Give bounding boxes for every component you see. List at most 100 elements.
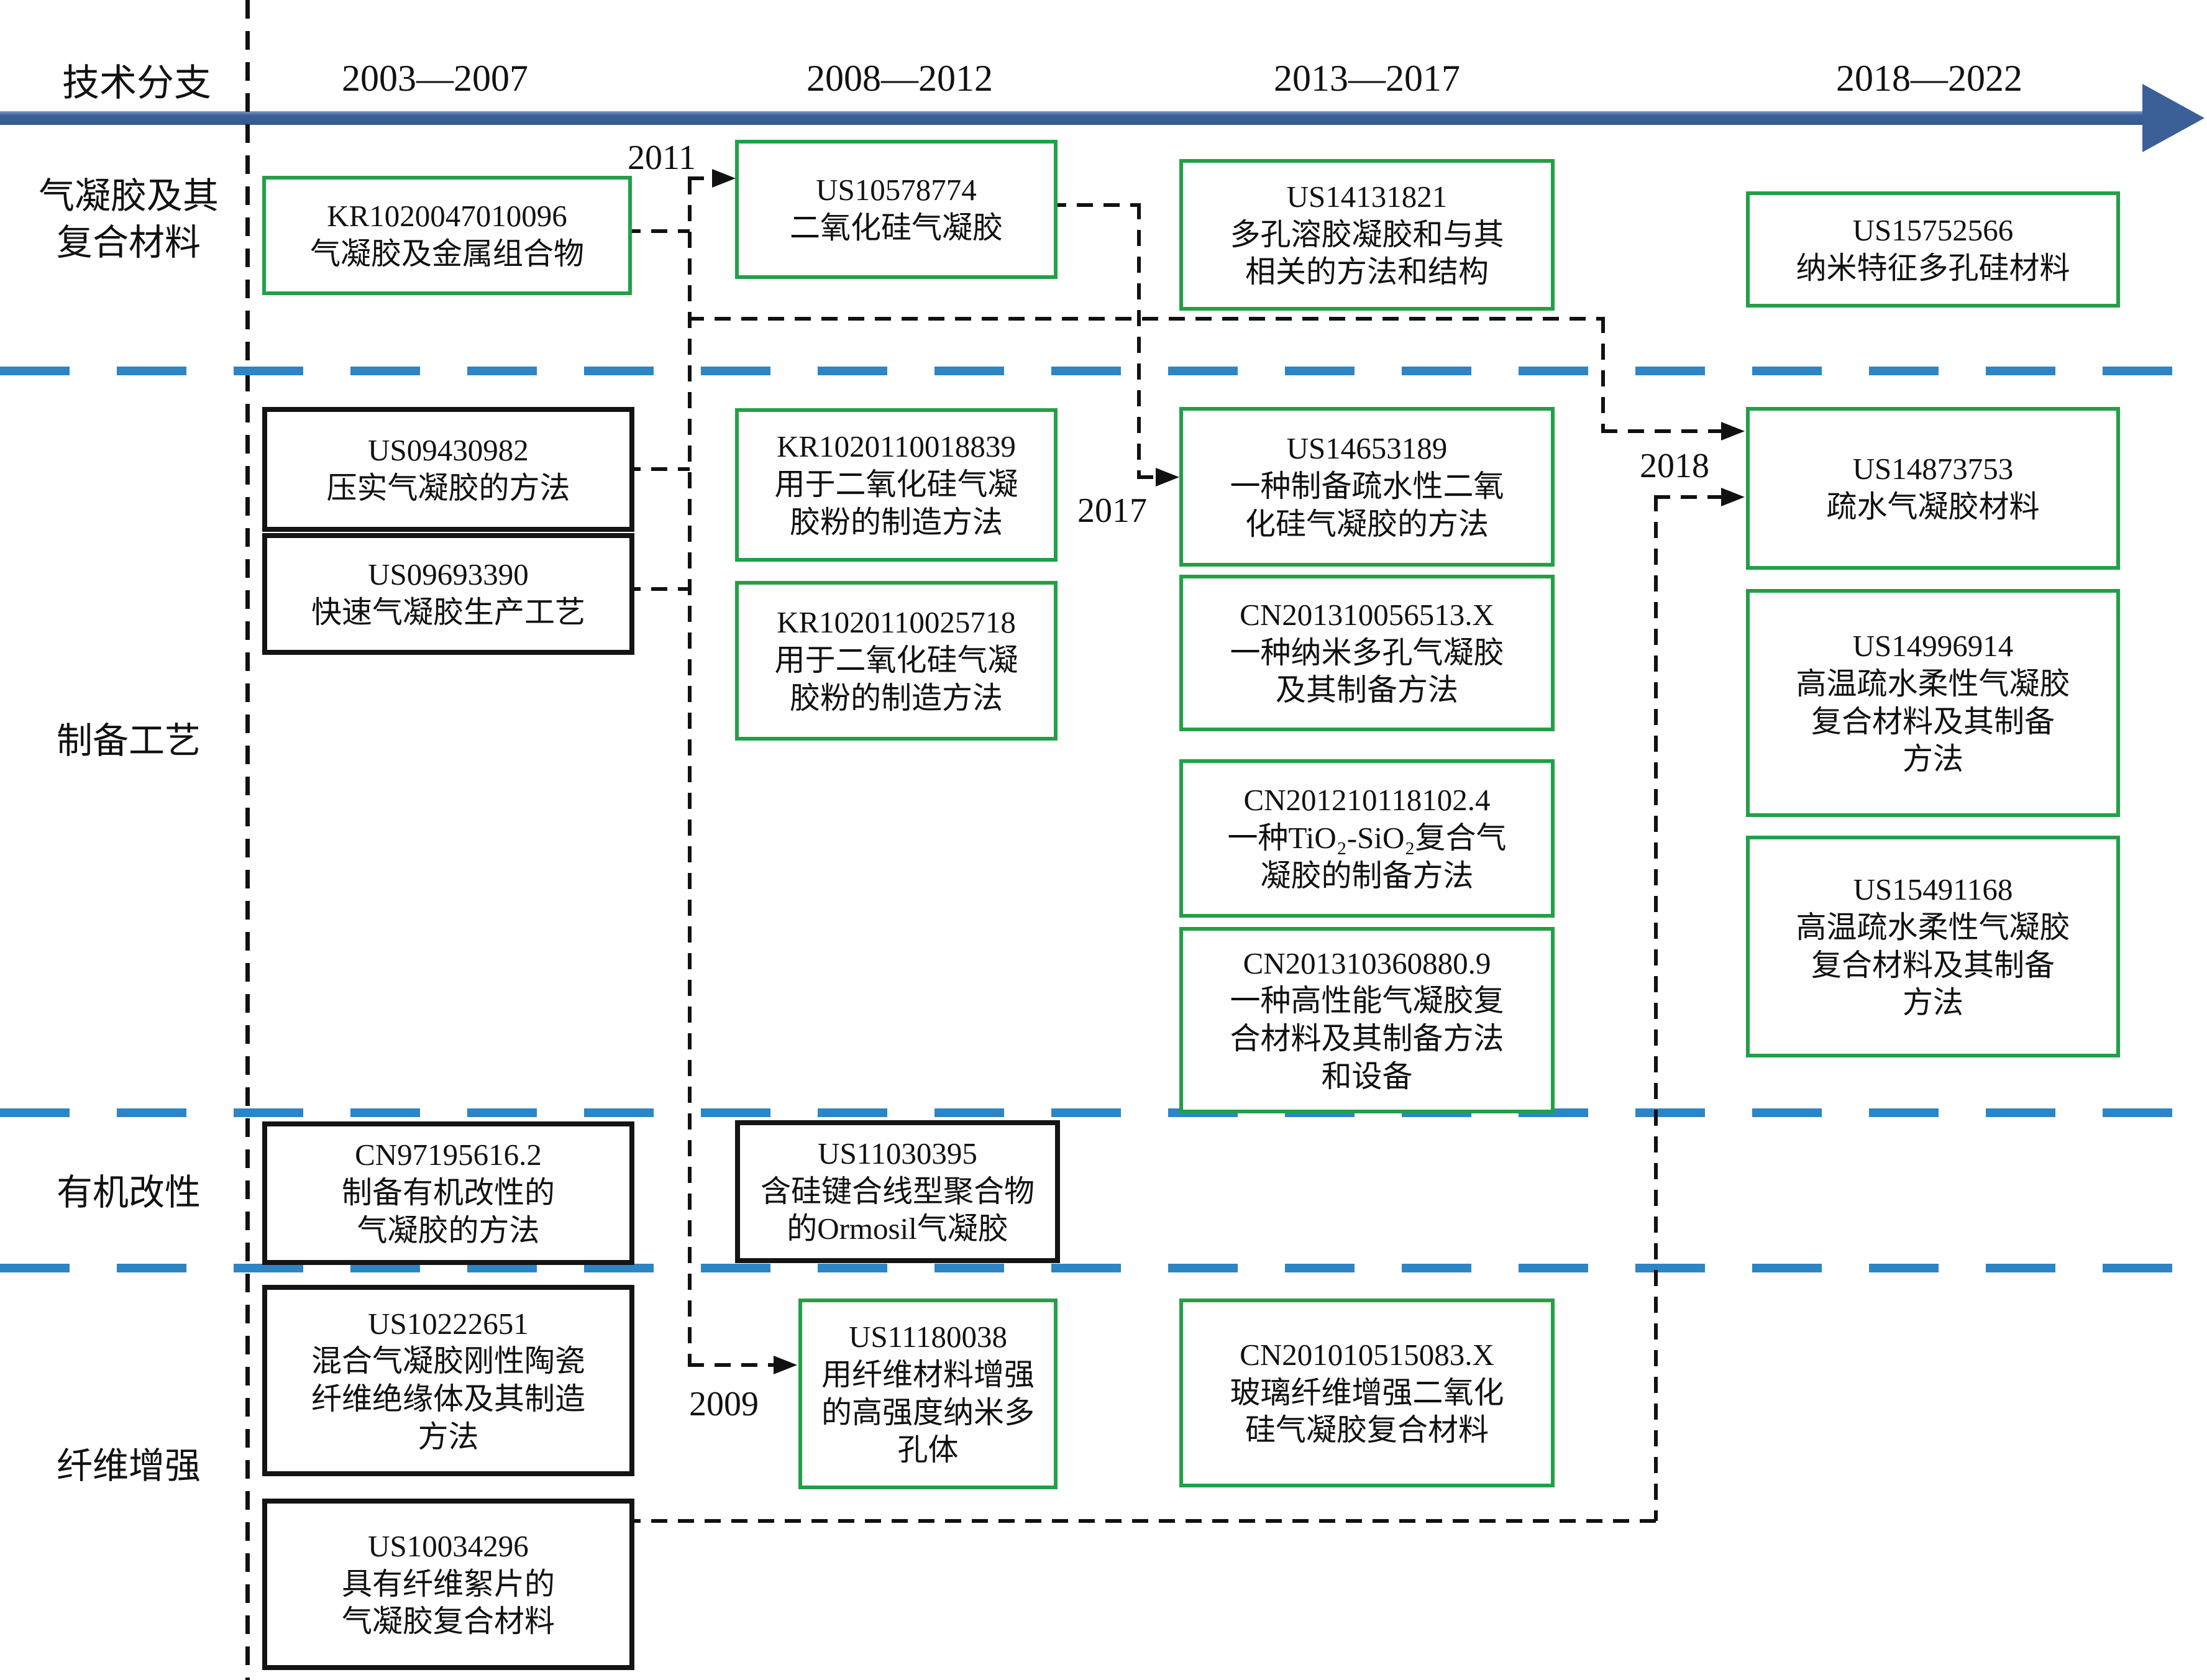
period-header-2008-2012: 2008—2012 bbox=[806, 58, 993, 99]
patent-title: 化硅气凝胶的方法 bbox=[1245, 506, 1489, 541]
patent-title: 疏水气凝胶材料 bbox=[1826, 490, 2040, 524]
row-separator-3 bbox=[0, 1264, 2207, 1272]
patent-title: 气凝胶的方法 bbox=[357, 1213, 540, 1248]
patent-id: US11180038 bbox=[848, 1320, 1007, 1354]
connector-line bbox=[688, 176, 714, 180]
connector-line bbox=[624, 587, 690, 591]
patent-title: 气凝胶及金属组合物 bbox=[309, 237, 584, 271]
patent-box-cn201310360880: CN201310360880.9 一种高性能气凝胶复 合材料及其制备方法 和设备 bbox=[1179, 927, 1555, 1113]
patent-id: CN201310360880.9 bbox=[1243, 946, 1491, 980]
patent-id: US14873753 bbox=[1852, 452, 2014, 486]
patent-id: US10222651 bbox=[368, 1306, 529, 1341]
patent-box-us10578774: US10578774 二氧化硅气凝胶 bbox=[735, 140, 1058, 279]
connector-line bbox=[688, 178, 692, 1365]
patent-title: 纤维绝缘体及其制造 bbox=[311, 1382, 585, 1416]
patent-title: 孔体 bbox=[897, 1433, 959, 1468]
patent-id: KR1020110025718 bbox=[777, 605, 1016, 640]
patent-box-us09693390: US09693390 快速气凝胶生产工艺 bbox=[262, 533, 634, 655]
patent-id: US14653189 bbox=[1286, 431, 1448, 466]
patent-id: US11030395 bbox=[818, 1136, 977, 1171]
patent-id: US15491168 bbox=[1853, 872, 2013, 906]
patent-id: US14131821 bbox=[1286, 179, 1448, 214]
row-label-organic-modification: 有机改性 bbox=[56, 1172, 201, 1213]
patent-title: 及其制备方法 bbox=[1275, 673, 1458, 708]
period-header-2013-2017: 2013—2017 bbox=[1274, 58, 1460, 99]
patent-box-us14873753: US14873753 疏水气凝胶材料 bbox=[1746, 407, 2120, 570]
arrowhead-icon bbox=[774, 1356, 797, 1374]
patent-title: 用于二氧化硅气凝 bbox=[774, 467, 1018, 502]
patent-id: US10034296 bbox=[368, 1528, 529, 1563]
connector-line bbox=[1137, 475, 1157, 479]
timeline-axis-line bbox=[0, 111, 2145, 125]
patent-id: US09693390 bbox=[368, 557, 529, 592]
patent-id: US15752566 bbox=[1852, 212, 2014, 247]
patent-id: CN201010515083.X bbox=[1240, 1337, 1494, 1372]
patent-id: US09430982 bbox=[368, 432, 529, 467]
patent-box-cn201010515083: CN201010515083.X 玻璃纤维增强二氧化 硅气凝胶复合材料 bbox=[1179, 1299, 1555, 1487]
patent-title: 具有纤维絮片的 bbox=[341, 1566, 555, 1601]
row-separator-1 bbox=[0, 367, 2207, 375]
patent-box-us14653189: US14653189 一种制备疏水性二氧 化硅气凝胶的方法 bbox=[1179, 407, 1555, 567]
patent-title: 方法 bbox=[1902, 742, 1963, 777]
patent-title: 快速气凝胶生产工艺 bbox=[311, 595, 585, 629]
patent-title: 复合材料及其制备 bbox=[1811, 704, 2055, 739]
patent-id: KR1020047010096 bbox=[327, 199, 567, 234]
patent-id: US14996914 bbox=[1852, 629, 2014, 663]
row-label-line: 气凝胶及其 bbox=[38, 176, 219, 216]
patent-title: 胶粉的制造方法 bbox=[789, 680, 1003, 715]
patent-title: 多孔溶胶凝胶和与其 bbox=[1230, 217, 1504, 252]
year-label-2009: 2009 bbox=[689, 1385, 759, 1423]
patent-box-us11180038: US11180038 用纤维材料增强 的高强度纳米多 孔体 bbox=[798, 1299, 1058, 1489]
patent-title: 高温疏水柔性气凝胶 bbox=[1796, 910, 2070, 944]
connector-line bbox=[1654, 495, 1658, 1521]
patent-id: CN201210118102.4 bbox=[1243, 783, 1491, 818]
connector-line bbox=[1137, 203, 1141, 477]
arrowhead-icon bbox=[1721, 422, 1745, 441]
patent-box-us15752566: US15752566 纳米特征多孔硅材料 bbox=[1746, 191, 2120, 308]
patent-box-kr1020110025718: KR1020110025718 用于二氧化硅气凝 胶粉的制造方法 bbox=[735, 581, 1058, 741]
connector-line bbox=[688, 317, 1603, 321]
patent-id: CN97195616.2 bbox=[355, 1138, 542, 1172]
row-label-line: 复合材料 bbox=[56, 222, 201, 263]
connector-line bbox=[1654, 495, 1722, 499]
patent-box-us10222651: US10222651 混合气凝胶刚性陶瓷 纤维绝缘体及其制造 方法 bbox=[262, 1285, 634, 1476]
patent-box-kr1020047010096: KR1020047010096 气凝胶及金属组合物 bbox=[262, 176, 632, 295]
connector-line bbox=[1601, 317, 1605, 431]
connector-line bbox=[688, 1363, 775, 1367]
year-label-2018: 2018 bbox=[1640, 447, 1709, 485]
patent-title: 胶粉的制造方法 bbox=[789, 504, 1003, 539]
row-separator-2 bbox=[0, 1108, 2207, 1117]
patent-title: 含硅键合线型聚合物 bbox=[760, 1174, 1035, 1208]
patent-box-us14131821: US14131821 多孔溶胶凝胶和与其 相关的方法和结构 bbox=[1179, 159, 1555, 311]
patent-title: 用纤维材料增强 bbox=[821, 1357, 1035, 1392]
row-label-preparation-process: 制备工艺 bbox=[56, 721, 201, 761]
year-label-2017: 2017 bbox=[1077, 491, 1147, 530]
period-header-2003-2007: 2003—2007 bbox=[342, 58, 528, 99]
patent-title: 一种高性能气凝胶复 bbox=[1230, 984, 1504, 1018]
patent-box-cn201310056513: CN201310056513.X 一种纳米多孔气凝胶 及其制备方法 bbox=[1179, 575, 1555, 731]
patent-title: 用于二氧化硅气凝 bbox=[774, 643, 1018, 678]
patent-title: 的高强度纳米多 bbox=[821, 1395, 1035, 1430]
branch-column-header: 技术分支 bbox=[62, 63, 211, 104]
patent-box-us09430982: US09430982 压实气凝胶的方法 bbox=[262, 407, 634, 532]
patent-box-us15491168: US15491168 高温疏水柔性气凝胶 复合材料及其制备 方法 bbox=[1746, 836, 2120, 1057]
arrowhead-icon bbox=[1156, 468, 1179, 486]
connector-line bbox=[1601, 429, 1722, 433]
connector-line bbox=[1050, 203, 1139, 207]
patent-title: 和设备 bbox=[1321, 1059, 1413, 1093]
row-label-aerogel-composites: 气凝胶及其 复合材料 bbox=[17, 173, 240, 267]
patent-title: 复合材料及其制备 bbox=[1811, 947, 2055, 982]
patent-box-us10034296: US10034296 具有纤维絮片的 气凝胶复合材料 bbox=[262, 1499, 634, 1670]
patent-title: 一种制备疏水性二氧 bbox=[1230, 469, 1504, 504]
patent-box-kr1020110018839: KR1020110018839 用于二氧化硅气凝 胶粉的制造方法 bbox=[735, 408, 1058, 562]
connector-line bbox=[624, 1519, 1656, 1523]
patent-title: 纳米特征多孔硅材料 bbox=[1796, 250, 2070, 285]
patent-title: 一种纳米多孔气凝胶 bbox=[1230, 635, 1504, 670]
patent-title: 的Ormosil气凝胶 bbox=[787, 1212, 1008, 1246]
patent-title: 硅气凝胶复合材料 bbox=[1245, 1413, 1489, 1448]
patent-title: 凝胶的制备方法 bbox=[1260, 858, 1474, 893]
patent-title: 相关的方法和结构 bbox=[1245, 255, 1489, 290]
patent-title: 气凝胶复合材料 bbox=[341, 1604, 555, 1639]
patent-box-cn97195616: CN97195616.2 制备有机改性的 气凝胶的方法 bbox=[262, 1121, 634, 1265]
